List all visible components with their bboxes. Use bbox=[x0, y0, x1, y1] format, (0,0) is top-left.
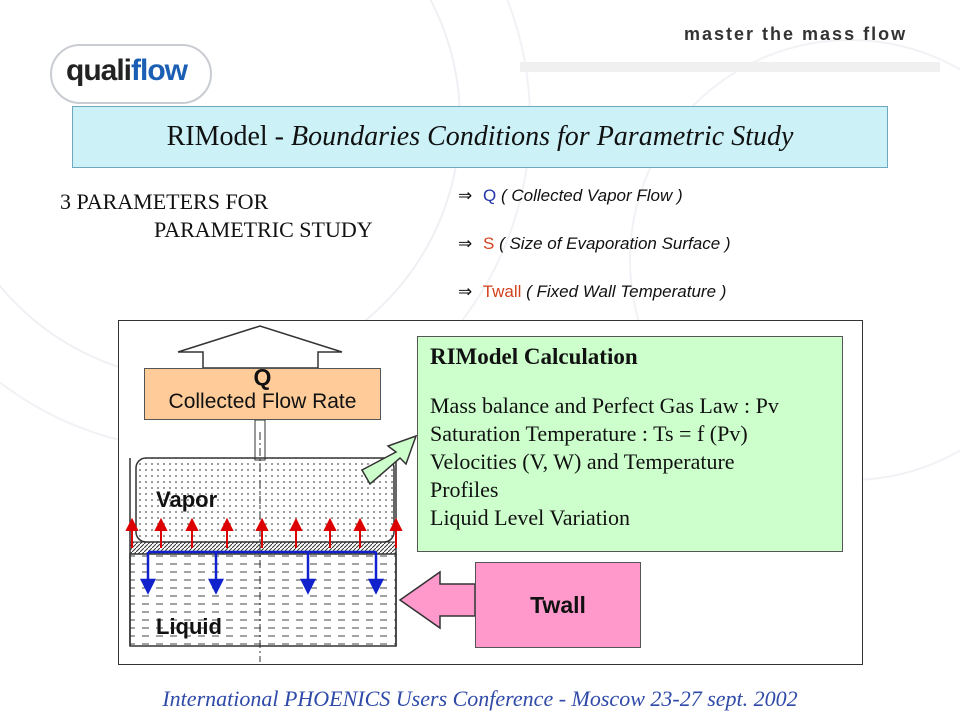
calc-line: Saturation Temperature : Ts = f (Pv) bbox=[430, 421, 748, 446]
parameter-desc: ( Collected Vapor Flow ) bbox=[500, 186, 683, 205]
qualiflow-logo: qualiflow bbox=[66, 54, 188, 88]
tagline: master the mass flow bbox=[684, 24, 908, 44]
parameter-item-s: ⇒ S ( Size of Evaporation Surface ) bbox=[458, 234, 731, 254]
q-box bbox=[144, 368, 381, 420]
parameters-heading-line2: PARAMETRIC STUDY bbox=[154, 217, 373, 242]
parameter-name: S bbox=[482, 234, 495, 253]
logo-part-quali: quali bbox=[66, 54, 132, 87]
parameters-heading-line1: 3 PARAMETERS FOR bbox=[60, 189, 269, 214]
title-italic: Boundaries Conditions for Parametric Stu… bbox=[291, 121, 794, 152]
title-box bbox=[72, 106, 888, 168]
parameter-name: Q bbox=[482, 186, 497, 205]
liquid-label: Liquid bbox=[156, 614, 222, 639]
calc-box bbox=[417, 336, 843, 552]
footer: International PHOENICS Users Conference … bbox=[162, 686, 798, 711]
evaporation-arrows bbox=[125, 517, 403, 548]
logo-ring bbox=[50, 44, 212, 104]
parameter-item-q: ⇒ Q ( Collected Vapor Flow ) bbox=[458, 186, 683, 206]
calc-line: Liquid Level Variation bbox=[430, 505, 630, 530]
implies-arrow-icon: ⇒ bbox=[458, 186, 473, 206]
calc-line: Profiles bbox=[430, 477, 499, 502]
twall-block-arrow bbox=[398, 570, 476, 630]
vapor-label: Vapor bbox=[156, 487, 218, 512]
liquid-flow-arrows bbox=[139, 550, 385, 595]
implies-arrow-icon: ⇒ bbox=[458, 282, 473, 302]
q-letter: Q bbox=[253, 364, 272, 390]
calc-block-arrow bbox=[360, 434, 418, 486]
liquid-region bbox=[129, 553, 397, 647]
parameter-desc: ( Size of Evaporation Surface ) bbox=[499, 234, 731, 253]
parameters-heading: 3 PARAMETERS FOR PARAMETRIC STUDY bbox=[60, 188, 373, 244]
q-label: Collected Flow Rate bbox=[168, 390, 357, 413]
implies-arrow-icon: ⇒ bbox=[458, 234, 473, 254]
parameter-desc: ( Fixed Wall Temperature ) bbox=[526, 282, 727, 301]
q-up-arrow-shape bbox=[177, 325, 343, 369]
twall-label: Twall bbox=[530, 592, 586, 618]
calc-line: Mass balance and Perfect Gas Law : Pv bbox=[430, 393, 779, 418]
calc-title: RIModel Calculation bbox=[430, 344, 638, 369]
parameter-item-twall: ⇒ Twall ( Fixed Wall Temperature ) bbox=[458, 282, 726, 302]
slide-title: RIModel - Boundaries Conditions for Para… bbox=[72, 106, 888, 168]
parameter-name: Twall bbox=[482, 282, 522, 301]
calc-line: Velocities (V, W) and Temperature bbox=[430, 449, 735, 474]
title-plain: RIModel - bbox=[166, 121, 291, 152]
twall-box bbox=[475, 562, 641, 648]
logo-part-flow: flow bbox=[131, 54, 188, 87]
